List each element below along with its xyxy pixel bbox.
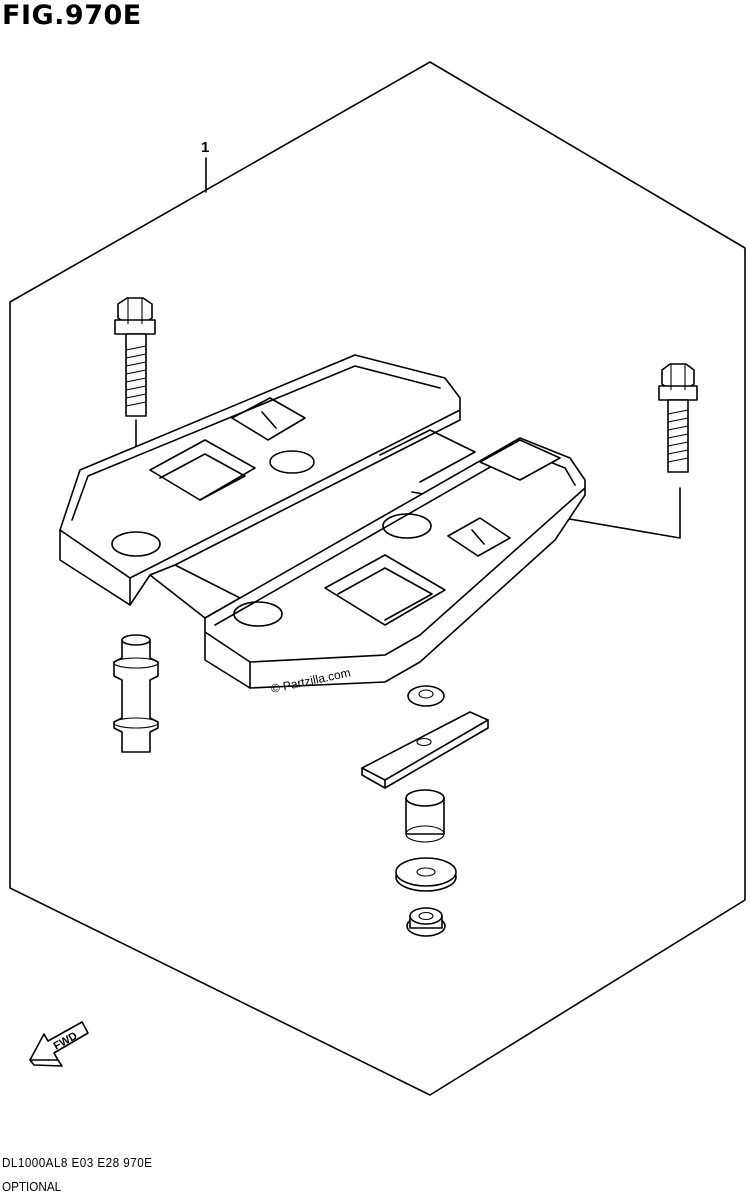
fwd-arrow-icon	[29, 1021, 89, 1061]
callout-1[interactable]: 1	[201, 139, 209, 193]
figure-title: FIG.970E	[2, 0, 142, 31]
reference-code: DL1000AL8 E03 E28 970E	[2, 1155, 153, 1170]
callout-number: 1	[201, 139, 209, 156]
carrier-plate[interactable]	[59, 354, 586, 689]
washer-top[interactable]	[407, 685, 445, 707]
flange-nut[interactable]	[406, 907, 446, 937]
assembly-boundary	[9, 61, 746, 1096]
bolt-right[interactable]	[411, 363, 698, 539]
flat-plate[interactable]	[361, 711, 489, 789]
bolt-left[interactable]	[114, 297, 156, 541]
optional-note: OPTIONAL	[2, 1179, 62, 1194]
bushing[interactable]	[405, 789, 445, 843]
washer-large[interactable]	[395, 857, 457, 892]
fwd-arrow: FWD	[29, 1021, 89, 1067]
spacer-collar-left[interactable]	[113, 634, 159, 753]
fwd-label: FWD	[52, 1030, 80, 1053]
